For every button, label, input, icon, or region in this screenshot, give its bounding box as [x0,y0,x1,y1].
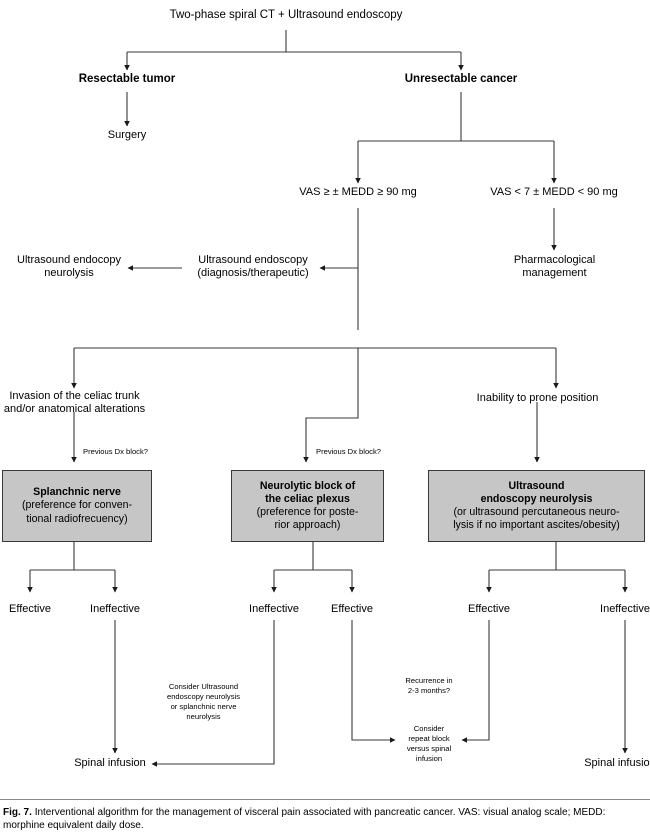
node-ultrasound-endoscopy-neurolysis: Ultrasound endocopy neurolysis [10,254,128,281]
edge-mid-ineffective-to-spinal [151,620,275,767]
label-right-ineffective: Ineffective [600,603,650,615]
node-unresectable-cancer: Unresectable cancer [404,73,518,85]
box-ultrasound-head-line1: Ultrasound [508,479,565,492]
note-repeat-line1: Consider [413,724,445,733]
node-spinal-infusion-left: Spinal infusion [74,757,146,769]
node-pharmacological-line1: Pharmacological [513,254,596,266]
label-previous-dx-mid: Previous Dx block? [316,447,381,456]
node-inability-prone-position: Inability to prone position [476,392,599,404]
node-vas-low: VAS < 7 ± MEDD < 90 mg [490,186,618,198]
figure-caption-text: Interventional algorithm for the managem… [3,807,606,832]
box-ultrasound-head-line2: endoscopy neurolysis [480,492,593,505]
box-ultrasound-body-line2: lysis if no important ascites/obesity) [453,519,620,532]
box-neurolytic-block[interactable]: Neurolytic block of the celiac plexus (p… [231,470,384,542]
label-left-ineffective: Ineffective [90,603,140,615]
node-ultrasound-endoscopy: Ultrasound endoscopy (diagnosis/therapeu… [188,254,318,281]
node-us-neurolysis-line1: Ultrasound endocopy [17,254,121,266]
node-invasion-line2: and/or anatomical alterations [3,403,146,416]
node-vas-high: VAS ≥ ± MEDD ≥ 90 mg [299,186,417,198]
label-mid-ineffective: Ineffective [249,603,299,615]
box-ultrasound-endoscopy-neurolysis[interactable]: Ultrasound endoscopy neurolysis (or ultr… [428,470,645,542]
label-mid-effective: Effective [331,603,373,615]
figure-number: Fig. 7. [3,807,32,818]
box-neurolytic-body-line1: (preference for poste- [256,506,359,518]
box-splanchnic-body-line1: (preference for conven- [21,499,133,512]
node-invasion-celiac-trunk: Invasion of the celiac trunk and/or anat… [0,390,157,417]
node-ultrasound-endoscopy-line1: Ultrasound endoscopy [198,254,308,266]
box-neurolytic-head-line1: Neurolytic block of [259,479,356,492]
note-consider-repeat-block: Consider repeat block versus spinal infu… [381,724,477,763]
node-surgery: Surgery [107,129,147,141]
note-recurrence: Recurrence in 2-3 months? [381,676,477,696]
node-pharmacological-management: Pharmacological management [482,254,627,281]
box-splanchnic-head: Splanchnic nerve [33,486,121,499]
note-consider-ultrasound: Consider Ultrasound endoscopy neurolysis… [146,682,261,721]
node-pharmacological-line2: management [522,267,587,280]
box-ultrasound-body-line1: (or ultrasound percutaneous neuro- [453,506,620,518]
label-left-effective: Effective [9,603,51,615]
label-right-effective: Effective [468,603,510,615]
figure-caption: Fig. 7. Interventional algorithm for the… [3,806,647,833]
node-resectable-tumor: Resectable tumor [78,73,176,85]
edge-mid-effective-to-repeat [351,620,396,743]
note-recurrence-line1: Recurrence in [405,676,453,685]
note-consider-us-line3: or splanchnic nerve [170,701,237,711]
note-consider-us-line2: endoscopy neurolysis [166,691,241,701]
note-consider-us-line1: Consider Ultrasound [168,682,239,691]
note-repeat-line2: repeat block [408,733,450,743]
node-spinal-infusion-right: Spinal infusion [584,757,650,769]
note-repeat-line3: versus spinal [406,743,452,753]
edge-right-effective-to-repeat [461,620,490,743]
box-splanchnic-body-line2: tional radiofrecuency) [26,512,128,525]
note-recurrence-line2: 2-3 months? [407,685,451,695]
caption-divider [0,799,650,800]
note-consider-us-line4: neurolysis [186,711,221,721]
node-us-neurolysis-line2: neurolysis [44,267,94,280]
node-root: Two-phase spiral CT + Ultrasound endosco… [169,9,403,21]
box-neurolytic-body-line2: rior approach) [274,519,341,532]
label-previous-dx-left: Previous Dx block? [83,447,148,456]
edge-to-neurolytic-box [303,348,359,463]
node-ultrasound-endoscopy-line2: (diagnosis/therapeutic) [197,267,309,280]
node-invasion-line1: Invasion of the celiac trunk [9,390,140,402]
note-repeat-line4: infusion [415,753,443,763]
box-splanchnic-nerve[interactable]: Splanchnic nerve (preference for conven-… [2,470,152,542]
box-neurolytic-head-line2: the celiac plexus [265,492,350,505]
